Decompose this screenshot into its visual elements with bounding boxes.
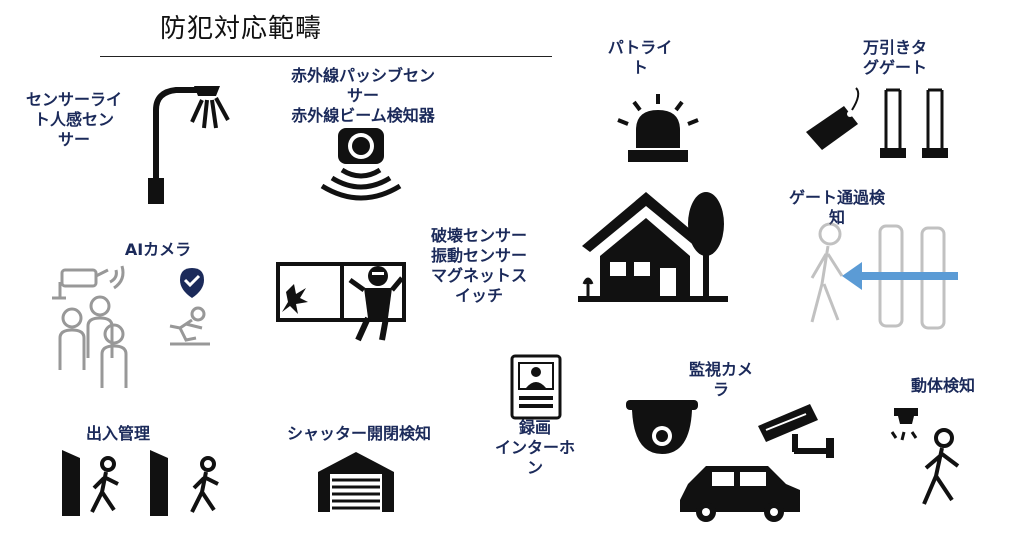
label-ai-camera: AIカメラ bbox=[124, 240, 192, 259]
label-gate-detect: ゲート通過検知 bbox=[788, 188, 885, 227]
page-title: 防犯対応範疇 bbox=[160, 14, 323, 44]
car-icon bbox=[680, 466, 800, 522]
break-in-window-icon bbox=[276, 262, 406, 342]
label-motion: 動体検知 bbox=[910, 376, 975, 395]
label-patlight: パトライト bbox=[607, 38, 673, 77]
label-access: 出入管理 bbox=[85, 424, 150, 443]
label-intercom: 録画インターホン bbox=[494, 418, 575, 477]
bullet-camera-icon bbox=[758, 404, 834, 458]
check-badge-icon bbox=[169, 268, 210, 346]
security-tag-gate-icon bbox=[806, 87, 948, 158]
label-infrared: 赤外線パッシブセンサー赤外線ビーム検知器 bbox=[290, 66, 435, 125]
garage-shutter-icon bbox=[318, 452, 394, 512]
title-divider bbox=[100, 56, 552, 57]
label-shutter: シャッター開閉検知 bbox=[286, 424, 431, 443]
gate-pass-icon bbox=[810, 222, 958, 330]
access-control-icon bbox=[62, 450, 219, 516]
label-security-tag: 万引きタグゲート bbox=[862, 38, 927, 77]
ai-camera-icon bbox=[52, 265, 128, 388]
label-surveillance: 監視カメラ bbox=[688, 360, 753, 399]
motion-sensor-icon bbox=[890, 408, 960, 505]
dome-camera-icon bbox=[626, 400, 698, 454]
label-break-sensor: 破壊センサー振動センサーマグネットスイッチ bbox=[430, 226, 527, 305]
intercom-icon bbox=[510, 354, 562, 420]
house-icon bbox=[578, 192, 728, 302]
infrared-sensor-icon bbox=[320, 128, 402, 201]
street-light-icon bbox=[148, 86, 230, 204]
patlight-icon bbox=[617, 94, 699, 162]
label-sensor-light: センサーライト人感センサー bbox=[25, 90, 122, 149]
